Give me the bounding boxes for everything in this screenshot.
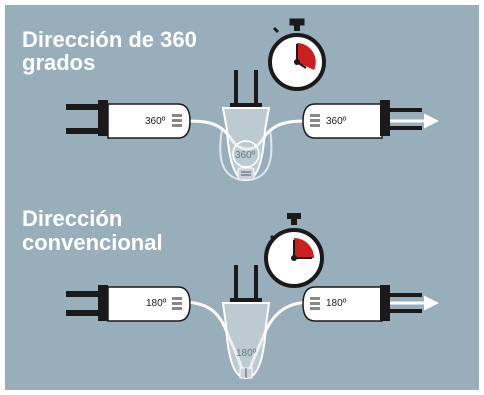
right-angle-label: 180º [326,298,347,309]
center-angle-label: 360º [235,150,256,161]
section-title-line-2: convencional [22,230,163,255]
connector-plug-icon [302,100,422,139]
left-angle-label: 360º [145,116,166,127]
junction-box-icon [221,265,271,380]
junction-box-icon [221,70,271,182]
stopwatch-icon [264,213,324,288]
connector-plug-icon [66,285,191,322]
right-angle-label: 360º [326,116,347,127]
center-angle-label: 180º [236,348,257,359]
connector-plug-icon [66,100,191,139]
section-title-line-2: grados [22,50,95,75]
section-conventional: Dirección convencional 180º [22,206,439,380]
section-360: Dirección de 360 grados 360º [22,18,439,182]
section-title-line-1: Dirección [22,206,122,231]
left-angle-label: 180º [146,298,167,309]
connector-plug-icon [302,285,422,322]
stopwatch-icon [268,18,326,91]
section-title-line-1: Dirección de 360 [22,27,197,52]
